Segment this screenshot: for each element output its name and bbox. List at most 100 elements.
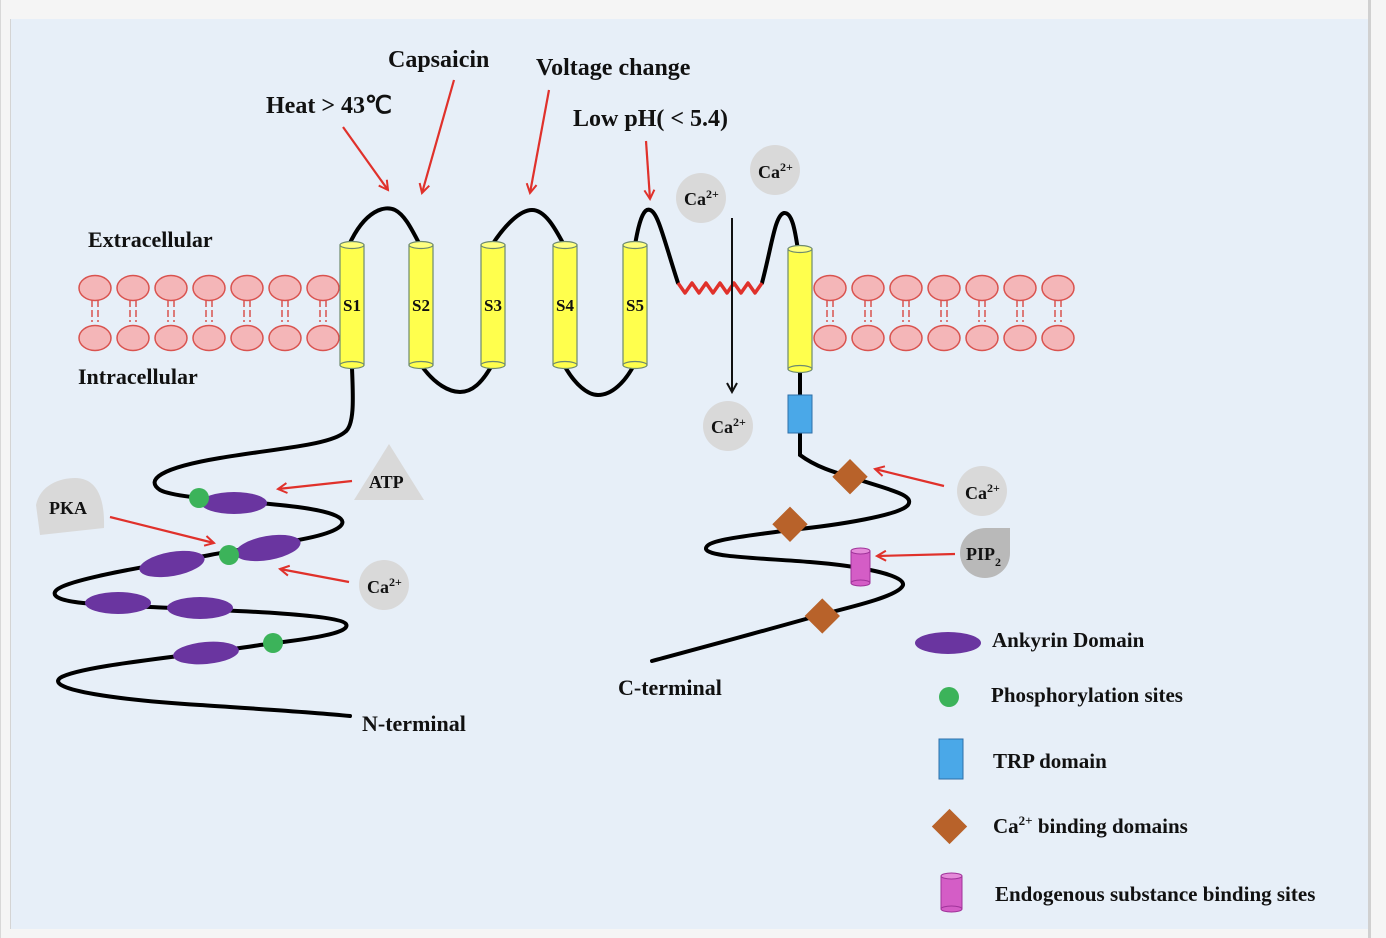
scrollbar[interactable]: [1368, 0, 1371, 938]
selectivity-filter: [676, 281, 764, 295]
phospholipid: [927, 274, 961, 352]
legend-item-trp: TRP domain: [938, 738, 1107, 780]
helix-label: S1: [343, 296, 361, 315]
phosphorylation-site: [263, 633, 283, 653]
extracellular-label: Extracellular: [88, 227, 213, 252]
heat-arrow: [342, 126, 388, 190]
loop-s3-s4: [490, 207, 566, 247]
svg-text:ATP: ATP: [369, 472, 404, 492]
atp-arrow: [278, 479, 353, 489]
ca-c-arrow: [875, 469, 945, 488]
phospholipid: [965, 274, 999, 352]
svg-text:Ca2+: Ca2+: [711, 415, 746, 437]
window-left-edge: [0, 0, 1, 938]
heat-label: Heat > 43℃: [266, 93, 392, 119]
phosphorylation-sites: [189, 488, 283, 653]
diagram-canvas: [10, 19, 1369, 929]
pip2-regulator: PIP2: [960, 528, 1010, 578]
ca-n-arrow: [280, 569, 350, 584]
ankyrin-symbol: [915, 632, 981, 654]
helix-label: S3: [484, 296, 502, 315]
ankyrin-domain: [201, 492, 267, 514]
pka-regulator: PKA: [36, 478, 105, 535]
svg-text:Endogenous substance binding s: Endogenous substance binding sites: [995, 882, 1315, 906]
ca-binding-domains: [772, 459, 868, 634]
svg-text:Ca2+: Ca2+: [965, 481, 1000, 503]
capsaicin-arrow: [422, 79, 456, 193]
lipid-bilayer-right: [813, 274, 1075, 352]
phosphorylation-site: [189, 488, 209, 508]
phospholipid: [154, 274, 188, 352]
trp-symbol: [938, 738, 964, 780]
pip2-arrow: [877, 554, 956, 556]
n-terminal-label: N-terminal: [362, 711, 466, 736]
helix-label: S4: [556, 296, 574, 315]
ca-diamond-symbol: [931, 808, 968, 845]
phospholipid: [268, 274, 302, 352]
phosphorylation-site: [219, 545, 239, 565]
ankyrin-domains: [85, 492, 301, 665]
loop-s1-s2: [347, 206, 422, 247]
ca-regulator-n-terminal: Ca2+: [359, 560, 409, 610]
helix-s1: S1: [339, 240, 365, 370]
svg-text:Ca2+: Ca2+: [758, 160, 793, 182]
ca-binding-domain: [772, 506, 808, 542]
ca-ion-extracellular-1: Ca2+: [676, 173, 726, 223]
voltage-label: Voltage change: [536, 55, 691, 81]
helix-s2: S2: [408, 240, 434, 370]
legend-item-ankyrin: Ankyrin Domain: [915, 628, 1145, 654]
svg-text:Phosphorylation sites: Phosphorylation sites: [991, 683, 1183, 707]
low-ph-label: Low pH( < 5.4): [573, 106, 728, 132]
helix-s4: S4: [552, 240, 578, 370]
c-terminal-label: C-terminal: [618, 675, 722, 700]
ankyrin-domain: [173, 641, 239, 665]
svg-text:PKA: PKA: [49, 498, 87, 518]
ankyrin-domain: [235, 534, 301, 562]
ca-ion-intracellular: Ca2+: [703, 401, 753, 451]
legend-item-phosphorylation: Phosphorylation sites: [939, 683, 1183, 707]
ca-ion-extracellular-2: Ca2+: [750, 145, 800, 195]
intracellular-label: Intracellular: [78, 364, 198, 389]
phospholipid: [78, 274, 112, 352]
helix-s3: S3: [480, 240, 506, 370]
loop-s4-s5: [562, 363, 636, 398]
svg-text:Ca2+: Ca2+: [367, 575, 402, 597]
ca-binding-domain: [832, 459, 868, 495]
phospholipid: [1003, 274, 1037, 352]
ca-binding-domain: [804, 598, 840, 634]
lipid-bilayer-left: [78, 274, 340, 352]
pka-arrow: [109, 515, 214, 543]
ankyrin-domain: [139, 550, 205, 578]
legend-item-endogenous: Endogenous substance binding sites: [940, 872, 1315, 913]
phospholipid: [230, 274, 264, 352]
svg-text:Ca2+ binding domains: Ca2+ binding domains: [993, 813, 1188, 838]
endogenous-binding-site: [850, 547, 871, 587]
phospholipid: [192, 274, 226, 352]
svg-text:Ankyrin Domain: Ankyrin Domain: [992, 628, 1145, 652]
helix-s5: S5: [622, 240, 648, 370]
ankyrin-domain: [167, 597, 233, 619]
phospho-symbol: [939, 687, 959, 707]
phospholipid: [851, 274, 885, 352]
legend-item-ca-binding: Ca2+ binding domains: [931, 808, 1188, 845]
low-ph-arrow: [646, 140, 650, 199]
svg-text:TRP domain: TRP domain: [993, 749, 1107, 773]
phospholipid: [889, 274, 923, 352]
ca-regulator-c-terminal: Ca2+: [957, 466, 1007, 516]
capsaicin-label: Capsaicin: [388, 47, 489, 73]
protein-backbone: [52, 206, 912, 718]
voltage-arrow: [530, 89, 551, 193]
legend: Ankyrin Domain Phosphorylation sites TRP…: [915, 628, 1315, 913]
phospholipid: [306, 274, 340, 352]
trp-domain: [787, 394, 813, 434]
phospholipid: [116, 274, 150, 352]
n-terminal-chain: [52, 366, 355, 718]
helix-label: S2: [412, 296, 430, 315]
loop-s2-s3: [419, 363, 494, 395]
loop-pore-s6: [760, 211, 800, 285]
svg-text:PIP2: PIP2: [966, 544, 1001, 569]
helix-s6: [787, 244, 813, 374]
c-terminal-chain: [650, 368, 912, 663]
svg-text:Ca2+: Ca2+: [684, 187, 719, 209]
